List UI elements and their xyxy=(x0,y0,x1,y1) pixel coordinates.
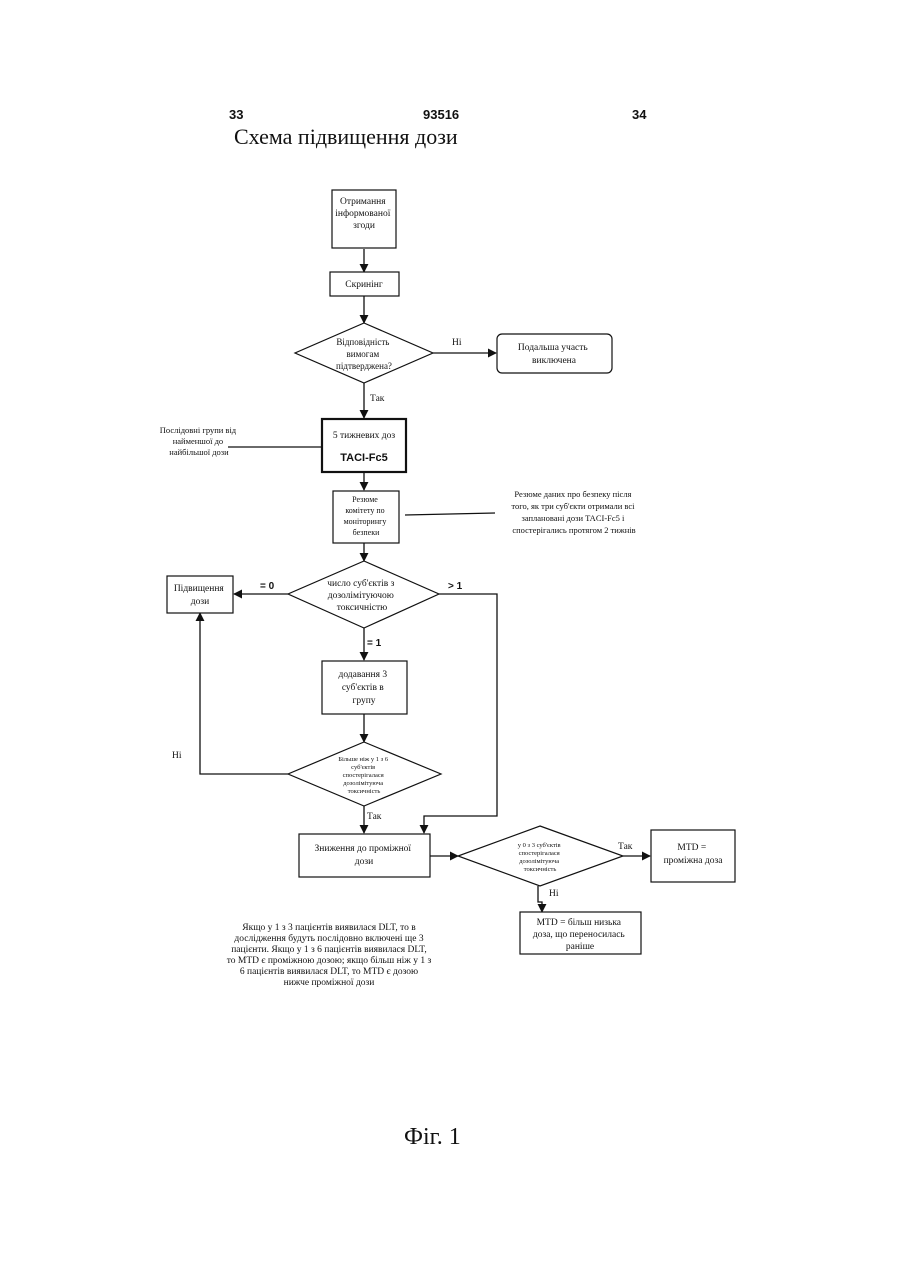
dlt-count-text: число суб'єктів з дозолімітуючою токсичн… xyxy=(327,578,397,613)
edge-label-yes-eligibility: Так xyxy=(370,394,385,404)
edge-label-eq0: = 0 xyxy=(260,581,275,592)
footnote-line: 6 пацієнтів виявилася DLT, то MTD є дозо… xyxy=(198,967,460,978)
drug-name: TACI-Fc5 xyxy=(340,452,387,464)
edge-label-yes-six: Так xyxy=(367,812,382,822)
edge-label-no-three: Ні xyxy=(549,889,559,899)
footnote-line: нижче проміжної дози xyxy=(198,978,460,989)
footnote: Якщо у 1 з 3 пацієнтів виявилася DLT, то… xyxy=(198,923,460,989)
edge-label-no-six: Ні xyxy=(172,751,182,761)
figure-label: Фіг. 1 xyxy=(404,1124,461,1151)
footnote-line: дослідження будуть послідовно включені щ… xyxy=(198,934,460,945)
weekly-doses-text: 5 тижневих доз xyxy=(333,431,396,441)
excluded-box xyxy=(497,334,612,373)
zero-of-three-text: у 0 з 3 суб'єктів спостерігалася дозолім… xyxy=(518,842,562,873)
footnote-line: пацієнти. Якщо у 1 з 6 пацієнтів виявила… xyxy=(198,945,460,956)
edge-label-no-eligibility: Ні xyxy=(452,338,462,348)
footnote-line: Якщо у 1 з 3 пацієнтів виявилася DLT, то… xyxy=(198,923,460,934)
reduce-intermediate-box xyxy=(299,834,430,877)
footnote-line: то MTD є проміжною дозою; якщо більш ніж… xyxy=(198,956,460,967)
screening-text: Скринінг xyxy=(345,280,383,290)
escalate-box xyxy=(167,576,233,613)
groups-annotation: Послідовні групи від найменшої до найбіл… xyxy=(160,425,239,457)
edge-label-yes-three: Так xyxy=(618,842,633,852)
edge-label-gt1: > 1 xyxy=(448,581,463,592)
safety-summary-annotation: Резюме даних про безпеку після того, як … xyxy=(511,489,636,535)
edge-label-eq1: = 1 xyxy=(367,638,382,649)
weekly-doses-box xyxy=(322,419,406,472)
